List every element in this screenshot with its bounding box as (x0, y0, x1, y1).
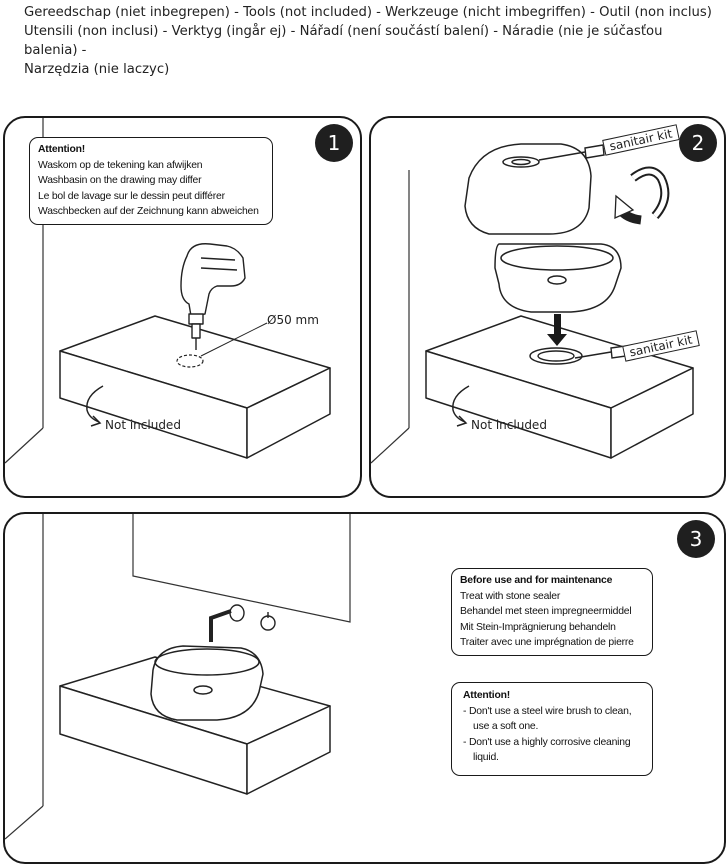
step-number-badge: 1 (315, 124, 353, 162)
not-included-arrow-icon (452, 385, 470, 427)
attention-line: liquid. (473, 752, 499, 763)
maintenance-line: Treat with stone sealer (460, 590, 561, 602)
basin (494, 243, 622, 313)
step-3-panel: 3 Before use and for maintenance Treat w… (3, 512, 726, 864)
attention-line: - Don't use a steel wire brush to clean, (463, 705, 632, 717)
tools-header-line-2: Utensili (non inclusi) - Verktyg (ingår … (24, 24, 663, 58)
not-included-arrow-icon (86, 385, 104, 427)
attention-line: Le bol de lavage sur le dessin peut diff… (38, 190, 225, 202)
step-number-badge: 3 (677, 520, 715, 558)
drill-hole-marker (176, 354, 204, 368)
attention-line: - Don't use a highly corrosive cleaning (463, 736, 631, 748)
floor-line (371, 427, 410, 464)
step-2-panel: 2 sanitair kit sanitair kit Not included (369, 116, 726, 498)
drain-gasket-icon (529, 347, 583, 365)
maintenance-note: Before use and for maintenance Treat wit… (451, 568, 653, 656)
mirror-outline (132, 514, 351, 623)
hole-diameter-label: Ø50 mm (267, 313, 319, 327)
faucet-icon (209, 604, 276, 642)
floor-line (5, 805, 44, 840)
sanitair-kit-tube-top-icon (538, 144, 605, 161)
tools-header: Gereedschap (niet inbegrepen) - Tools (n… (24, 3, 714, 79)
step-1-panel: 1 Attention! Waskom op de tekening kan a… (3, 116, 362, 498)
attention-line: Washbasin on the drawing may differ (38, 175, 202, 186)
attention-line: use a soft one. (473, 721, 539, 732)
step-1-attention-note: Attention! Waskom op de tekening kan afw… (29, 137, 273, 225)
attention-line: Waschbecken auf der Zeichnung kann abwei… (38, 206, 259, 217)
countertop (59, 315, 331, 459)
step-3-illustration (5, 514, 351, 840)
step-3-attention-note: Attention! - Don't use a steel wire brus… (451, 682, 653, 776)
step-2-illustration (371, 143, 694, 464)
tools-header-line-1: Gereedschap (niet inbegrepen) - Tools (n… (24, 5, 712, 20)
basin (150, 645, 264, 721)
flip-arrow-icon (614, 166, 670, 225)
maintenance-line: Behandel met steen impregneermiddel (460, 606, 632, 617)
maintenance-line: Mit Stein-Imprägnierung behandeln (460, 621, 616, 633)
down-arrow-icon (547, 314, 567, 346)
attention-line: Waskom op de tekening kan afwijken (38, 159, 203, 171)
maintenance-line: Traiter avec une imprégnation de pierre (460, 637, 634, 648)
drill-icon (180, 243, 246, 350)
attention-title: Attention! (463, 690, 511, 701)
inverted-basin (464, 143, 592, 235)
diameter-leader-line (200, 322, 268, 357)
step-number-badge: 2 (679, 124, 717, 162)
step-1-illustration (5, 118, 331, 464)
not-included-label: Not included (471, 418, 547, 432)
floor-line (5, 427, 44, 464)
attention-title: Attention! (38, 144, 86, 155)
tools-header-line-3: Narzędzia (nie laczyc) (24, 62, 170, 77)
maintenance-title: Before use and for maintenance (460, 575, 613, 586)
not-included-label: Not included (105, 418, 181, 432)
